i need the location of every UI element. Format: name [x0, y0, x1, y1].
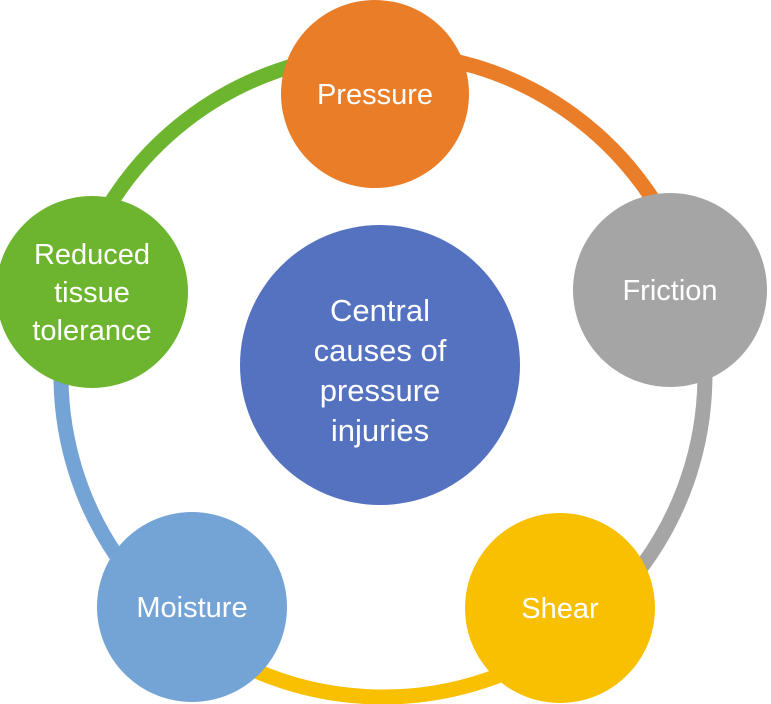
- node-circle-shear: [465, 513, 655, 703]
- node-circle-pressure: [281, 0, 469, 188]
- node-circle-friction: [573, 193, 767, 387]
- center-label-line: Central: [330, 293, 430, 328]
- node-label-shear: Shear: [521, 593, 599, 625]
- node-label-friction: Friction: [622, 275, 717, 307]
- center-label-line: causes of: [314, 333, 447, 368]
- node-shear: Shear: [465, 513, 655, 703]
- node-label-reduced-tissue-tolerance: Reduced tissue tolerance: [32, 239, 151, 347]
- node-label-pressure: Pressure: [317, 79, 433, 111]
- node-label-line: Pressure: [317, 79, 433, 111]
- center-label: Central causes of pressure injuries: [314, 293, 447, 448]
- node-reduced-tissue-tolerance: Reduced tissue tolerance: [0, 196, 188, 388]
- center-label-line: injuries: [331, 413, 429, 448]
- node-label-moisture: Moisture: [136, 592, 247, 624]
- node-label-line: tissue: [54, 277, 130, 309]
- node-label-line: Shear: [521, 593, 599, 625]
- node-moisture: Moisture: [97, 512, 287, 702]
- node-circle-moisture: [97, 512, 287, 702]
- node-label-line: Reduced: [34, 239, 150, 271]
- center-circle: [240, 225, 520, 505]
- node-label-line: Friction: [622, 275, 717, 307]
- node-pressure: Pressure: [281, 0, 469, 188]
- node-label-line: tolerance: [32, 315, 151, 347]
- center-node: Central causes of pressure injuries: [240, 225, 520, 505]
- node-circle-reduced-tissue-tolerance: [0, 196, 188, 388]
- node-label-line: Moisture: [136, 592, 247, 624]
- node-friction: Friction: [573, 193, 767, 387]
- center-label-line: pressure: [320, 373, 441, 408]
